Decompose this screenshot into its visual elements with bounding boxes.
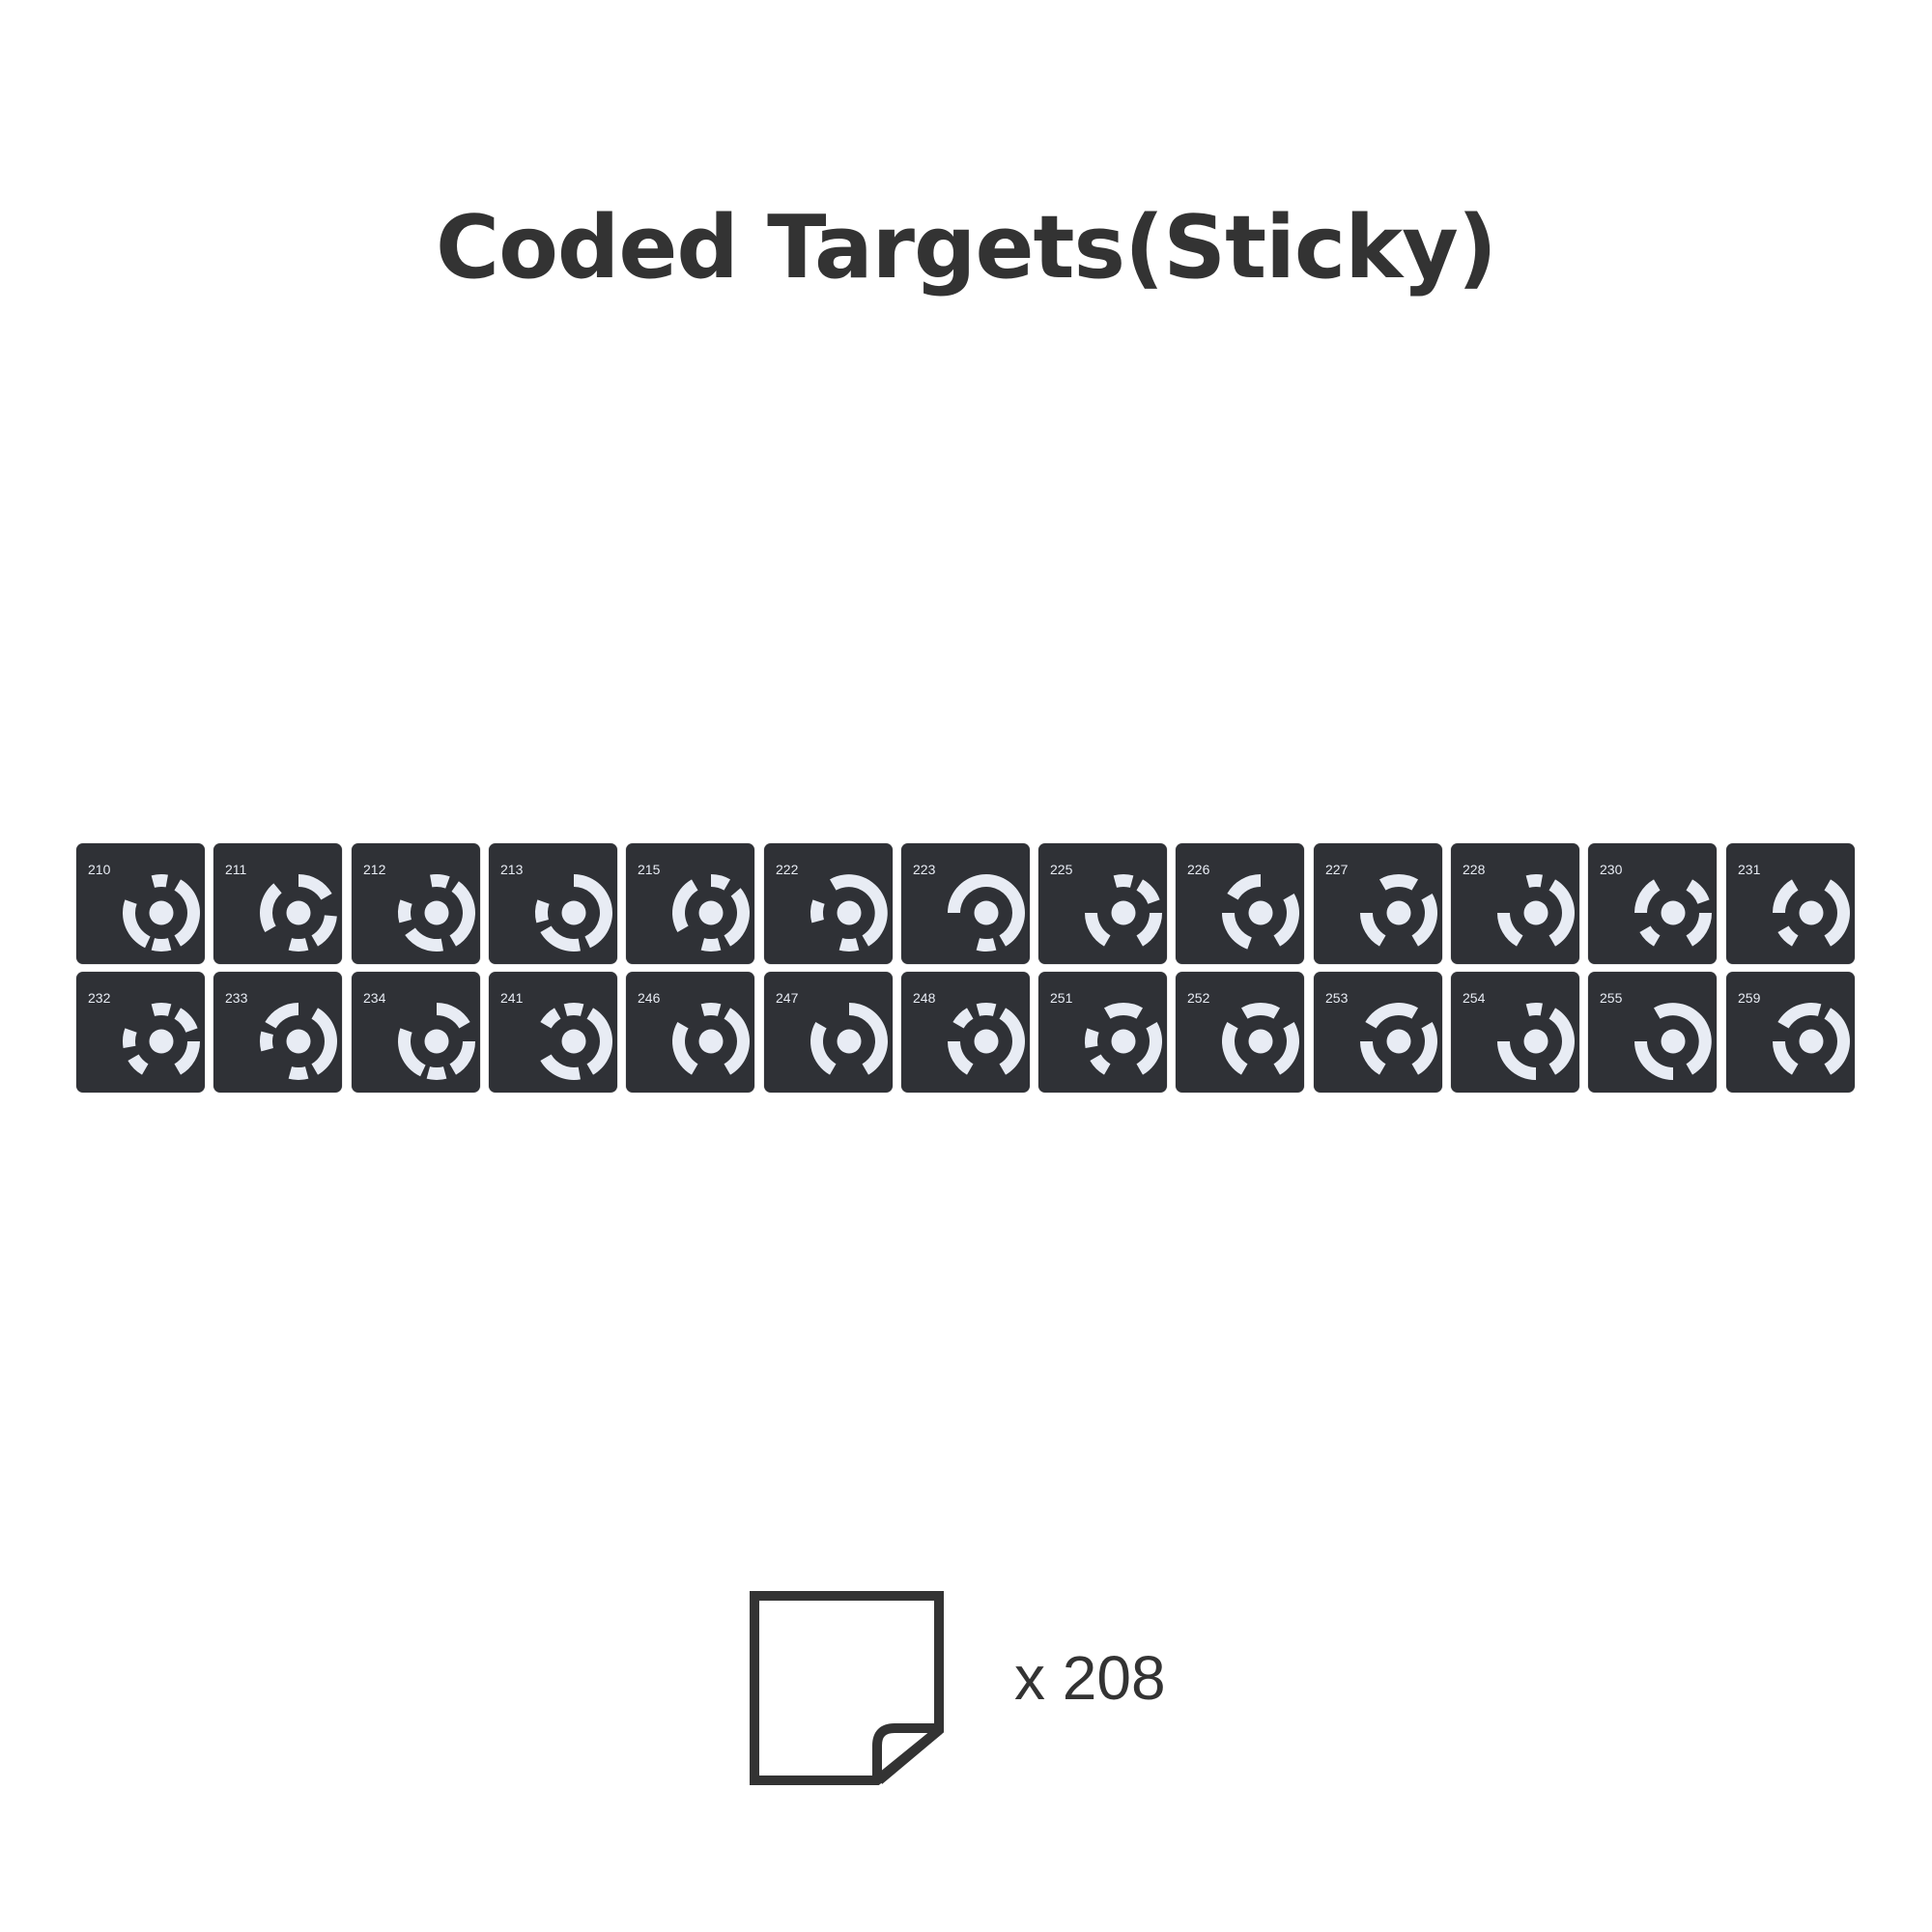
coded-target-icon <box>397 1003 475 1081</box>
coded-target-tile: 248 <box>901 972 1030 1093</box>
coded-target-tile: 233 <box>213 972 342 1093</box>
coded-target-icon <box>397 874 476 952</box>
target-id-label: 211 <box>225 862 247 877</box>
coded-target-icon <box>1085 1003 1162 1075</box>
target-id-label: 213 <box>500 862 524 877</box>
coded-target-icon <box>260 874 337 952</box>
quantity-indicator: x 208 <box>750 1591 1233 1785</box>
coded-target-tile: 247 <box>764 972 893 1093</box>
target-id-label: 222 <box>776 862 799 877</box>
target-id-label: 228 <box>1463 862 1486 877</box>
target-id-label: 246 <box>638 990 661 1006</box>
coded-target-icon <box>948 873 1025 952</box>
target-id-label: 254 <box>1463 990 1486 1006</box>
target-id-label: 255 <box>1600 990 1623 1006</box>
coded-target-tile: 215 <box>626 843 754 964</box>
coded-target-tile: 212 <box>352 843 480 964</box>
target-id-label: 259 <box>1738 990 1761 1006</box>
coded-target-tile: 210 <box>76 843 205 964</box>
coded-target-icon <box>1634 1003 1712 1080</box>
coded-target-icon <box>540 1002 612 1080</box>
coded-target-icon <box>810 874 888 952</box>
coded-target-icon <box>1497 874 1575 947</box>
target-id-label: 241 <box>500 990 524 1006</box>
target-id-label: 232 <box>88 990 111 1006</box>
coded-target-icon <box>1497 1003 1575 1080</box>
target-id-label: 225 <box>1050 862 1073 877</box>
coded-target-tile: 252 <box>1176 972 1304 1093</box>
coded-target-icon <box>1773 1002 1850 1075</box>
target-id-label: 234 <box>363 990 386 1006</box>
quantity-label: x 208 <box>1014 1643 1166 1713</box>
page-title: Coded Targets(Sticky) <box>436 197 1497 298</box>
coded-target-tile: 231 <box>1726 843 1855 964</box>
coded-target-icon <box>1222 874 1299 950</box>
coded-target-tile: 223 <box>901 843 1030 964</box>
coded-target-tile: 234 <box>352 972 480 1093</box>
coded-target-tile: 211 <box>213 843 342 964</box>
target-id-label: 253 <box>1325 990 1349 1006</box>
coded-target-icon <box>122 874 200 952</box>
coded-target-tile: 228 <box>1451 843 1579 964</box>
target-id-label: 248 <box>913 990 936 1006</box>
coded-target-icon <box>1085 873 1162 947</box>
coded-target-tile: 246 <box>626 972 754 1093</box>
coded-target-tile: 230 <box>1588 843 1717 964</box>
coded-target-icon <box>1360 874 1437 947</box>
coded-target-tile: 259 <box>1726 972 1855 1093</box>
coded-target-tile: 255 <box>1588 972 1717 1093</box>
coded-target-icon <box>810 1003 888 1075</box>
coded-target-tile: 227 <box>1314 843 1442 964</box>
coded-target-tile: 226 <box>1176 843 1304 964</box>
coded-target-icon <box>259 1003 337 1081</box>
coded-target-tile: 251 <box>1038 972 1167 1093</box>
coded-target-tile: 222 <box>764 843 893 964</box>
coded-target-icon <box>672 1002 750 1075</box>
coded-target-tile: 253 <box>1314 972 1442 1093</box>
target-id-label: 247 <box>776 990 799 1006</box>
coded-target-tile: 225 <box>1038 843 1167 964</box>
coded-target-tile: 232 <box>76 972 205 1093</box>
target-id-label: 230 <box>1600 862 1623 877</box>
target-id-label: 231 <box>1738 862 1761 877</box>
target-id-label: 233 <box>225 990 248 1006</box>
coded-target-tile: 254 <box>1451 972 1579 1093</box>
coded-target-tile: 213 <box>489 843 617 964</box>
target-id-label: 212 <box>363 862 386 877</box>
target-id-label: 210 <box>88 862 111 877</box>
coded-target-icon <box>672 874 750 952</box>
target-id-label: 251 <box>1050 990 1073 1006</box>
target-id-label: 226 <box>1187 862 1210 877</box>
target-id-label: 227 <box>1325 862 1349 877</box>
target-id-label: 223 <box>913 862 936 877</box>
coded-target-icon <box>123 1002 200 1075</box>
coded-target-icon <box>1634 879 1712 947</box>
coded-target-icon <box>1773 879 1850 947</box>
sticky-note-icon <box>750 1591 944 1785</box>
target-id-label: 252 <box>1187 990 1210 1006</box>
coded-target-sheet: 210 211 212 213 215 222 223 225 226 227 228 230 231 2… <box>76 843 1855 1093</box>
coded-target-icon <box>948 1002 1025 1075</box>
coded-target-icon <box>1360 1003 1437 1075</box>
coded-target-tile: 241 <box>489 972 617 1093</box>
target-id-label: 215 <box>638 862 661 877</box>
coded-target-icon <box>1222 1003 1299 1075</box>
coded-target-icon <box>534 874 612 952</box>
